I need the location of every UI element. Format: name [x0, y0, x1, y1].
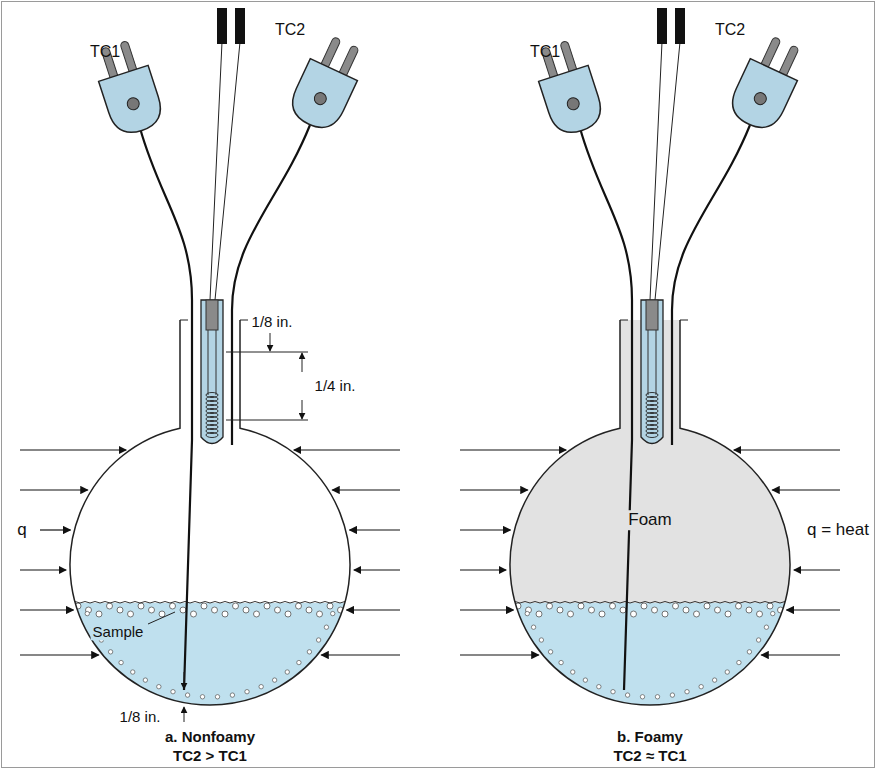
annotation-label: 1/4 in.	[313, 377, 358, 394]
panel-caption: a. Nonfoamy	[163, 728, 257, 745]
panel-caption: b. Foamy	[615, 728, 685, 745]
thermocouple-label: TC1	[528, 43, 562, 61]
thermocouple-label: TC2	[713, 21, 747, 39]
panel-caption: TC2 > TC1	[171, 747, 249, 764]
annotation-label: 1/8 in.	[118, 708, 163, 725]
annotation-label: 1/8 in.	[250, 313, 295, 330]
thermocouple-plug	[285, 31, 370, 135]
thermocouple-label: TC1	[88, 43, 122, 61]
annotation-label: q	[15, 520, 28, 540]
annotation-label: q = heat	[805, 520, 871, 540]
thermocouple-label: TC2	[273, 21, 307, 39]
annotation-label: Sample	[91, 623, 146, 640]
annotation-label: Foam	[626, 510, 673, 530]
thermocouple-plug	[725, 31, 810, 135]
nonfoamy-flask	[20, 8, 400, 769]
foamy-flask	[460, 8, 840, 769]
panel-caption: TC2 ≈ TC1	[611, 747, 688, 764]
